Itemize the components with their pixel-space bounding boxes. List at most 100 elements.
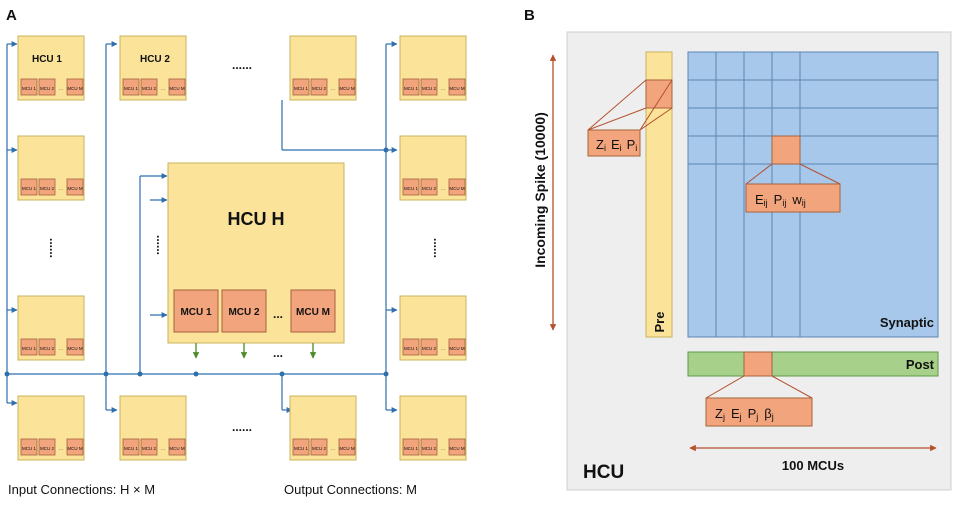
mcu-small-label: MCU M: [67, 186, 82, 191]
mcu-small-label: MCU 1: [22, 446, 36, 451]
hcu-2-title: HCU 2: [140, 54, 170, 65]
mcu-small-cell: [66, 78, 84, 96]
mcu-small-cell: [448, 438, 466, 456]
input-connections-caption: Input Connections: H × M: [8, 482, 155, 497]
mcu-small-label: ...: [161, 86, 165, 91]
mcu-small-label: MCU 1: [294, 446, 308, 451]
post-label: Post: [906, 357, 935, 372]
mcu-small-cell: [140, 438, 158, 456]
mcu-small-label: MCU 2: [422, 186, 436, 191]
mcu-small-cell: [66, 338, 84, 356]
mcu-small-label: MCU 1: [294, 86, 308, 91]
mcu-small-cell: [38, 338, 56, 356]
mcu-small-label: ...: [59, 446, 63, 451]
mcu-small-label: MCU 1: [22, 346, 36, 351]
mcu-small-label: MCU 2: [142, 446, 156, 451]
panel-a-label: A: [6, 7, 17, 24]
mcu-small-label: MCU 2: [312, 86, 326, 91]
mcu-small-label: MCU 2: [422, 346, 436, 351]
mcu-small-label: MCU M: [67, 86, 82, 91]
pre-variables-box: [587, 129, 641, 157]
mcu-small-cell: [420, 438, 438, 456]
mcu-small-label: ...: [441, 446, 445, 451]
pre-label: Pre: [652, 312, 667, 333]
mcu-small-label: MCU M: [449, 346, 464, 351]
mcu-small-cell: [402, 178, 420, 196]
mcu-small-cell: [122, 438, 140, 456]
post-beta-sub: j: [771, 412, 774, 422]
mcu-2-big-label: MCU 2: [228, 307, 260, 318]
mcu-small-cell: [38, 178, 56, 196]
mcu-small-label: MCU 2: [312, 446, 326, 451]
mcu-small-label: ...: [59, 186, 63, 191]
mcu-small-cell: [310, 438, 328, 456]
mcu-small-cell: [122, 78, 140, 96]
mcu-small-label: ...: [441, 86, 445, 91]
mcu-small-label: ...: [161, 446, 165, 451]
post-p-sub: j: [755, 412, 758, 422]
syn-e: E: [755, 192, 764, 207]
panel-b-label: B: [524, 7, 535, 24]
wire-junctions: [4, 147, 389, 377]
mcu-small-label: MCU 2: [422, 446, 436, 451]
mcu-small-cell: [338, 438, 356, 456]
mcu-small-label: MCU M: [449, 186, 464, 191]
post-z: Z: [715, 406, 723, 421]
mcu-small-label: MCU 2: [40, 186, 54, 191]
output-arrows: [192, 343, 317, 359]
pre-highlight-cell: [645, 79, 673, 109]
mcu-small-label: MCU M: [67, 446, 82, 451]
right-vertical-ellipsis: ......: [431, 238, 445, 258]
synaptic-gridlines: [688, 52, 938, 337]
mcu-small-label: ...: [441, 346, 445, 351]
synaptic-label: Synaptic: [880, 315, 934, 330]
hcu-grid: MCU 1 MCU 2... MCU M MCU 1 MCU 2... MCU M MCU …: [17, 35, 467, 461]
pre-p: P: [627, 137, 636, 152]
left-vertical-ellipsis: ......: [47, 238, 61, 258]
mcu-small-cell: [20, 78, 38, 96]
post-z-sub: j: [722, 412, 725, 422]
mcu-small-cell: [140, 78, 158, 96]
post-beta: β: [764, 406, 771, 421]
synaptic-variables-box: [745, 183, 841, 213]
mcu-small-label: MCU 2: [40, 446, 54, 451]
pre-z: Z: [596, 137, 604, 152]
mcu-small-cell: [292, 438, 310, 456]
mcu-small-label: MCU 2: [422, 86, 436, 91]
mcu-small-label: MCU M: [449, 446, 464, 451]
mcu-small-cell: [448, 338, 466, 356]
mcu-small-label: MCU 1: [22, 186, 36, 191]
mcu-small-cell: [338, 78, 356, 96]
mcu-small-cell: [448, 178, 466, 196]
mcu-small-label: MCU 2: [40, 346, 54, 351]
mcu-small-label: MCU 1: [404, 446, 418, 451]
mcu-small-cell: [168, 438, 186, 456]
panel-b: B Incoming Spike (10000) Pre Synaptic Po…: [524, 7, 952, 491]
mcus-label: 100 MCUs: [782, 458, 844, 473]
syn-p: P: [774, 192, 783, 207]
mcu-small-cell: [38, 438, 56, 456]
mcu-small-label: MCU 1: [404, 186, 418, 191]
syn-w: w: [791, 192, 802, 207]
post-e: E: [731, 406, 740, 421]
mcu-small-cell: [292, 78, 310, 96]
mcu-small-label: MCU 1: [124, 86, 138, 91]
mcu-small-cell: [402, 438, 420, 456]
mcu-small-label: MCU 1: [404, 346, 418, 351]
mcu-small-label: ...: [331, 86, 335, 91]
bottom-ellipsis: ......: [232, 420, 252, 434]
hcu-1-title: HCU 1: [32, 54, 62, 65]
mcu-small-cell: [38, 78, 56, 96]
post-variables-box: [705, 397, 813, 427]
incoming-spike-label: Incoming Spike (10000): [532, 112, 548, 268]
pre-e: E: [611, 137, 620, 152]
mcu-1-big: [173, 289, 219, 333]
mcu-small-label: MCU 1: [22, 86, 36, 91]
post-p: P: [748, 406, 757, 421]
mcu-small-label: ...: [59, 86, 63, 91]
mcu-small-cell: [20, 338, 38, 356]
